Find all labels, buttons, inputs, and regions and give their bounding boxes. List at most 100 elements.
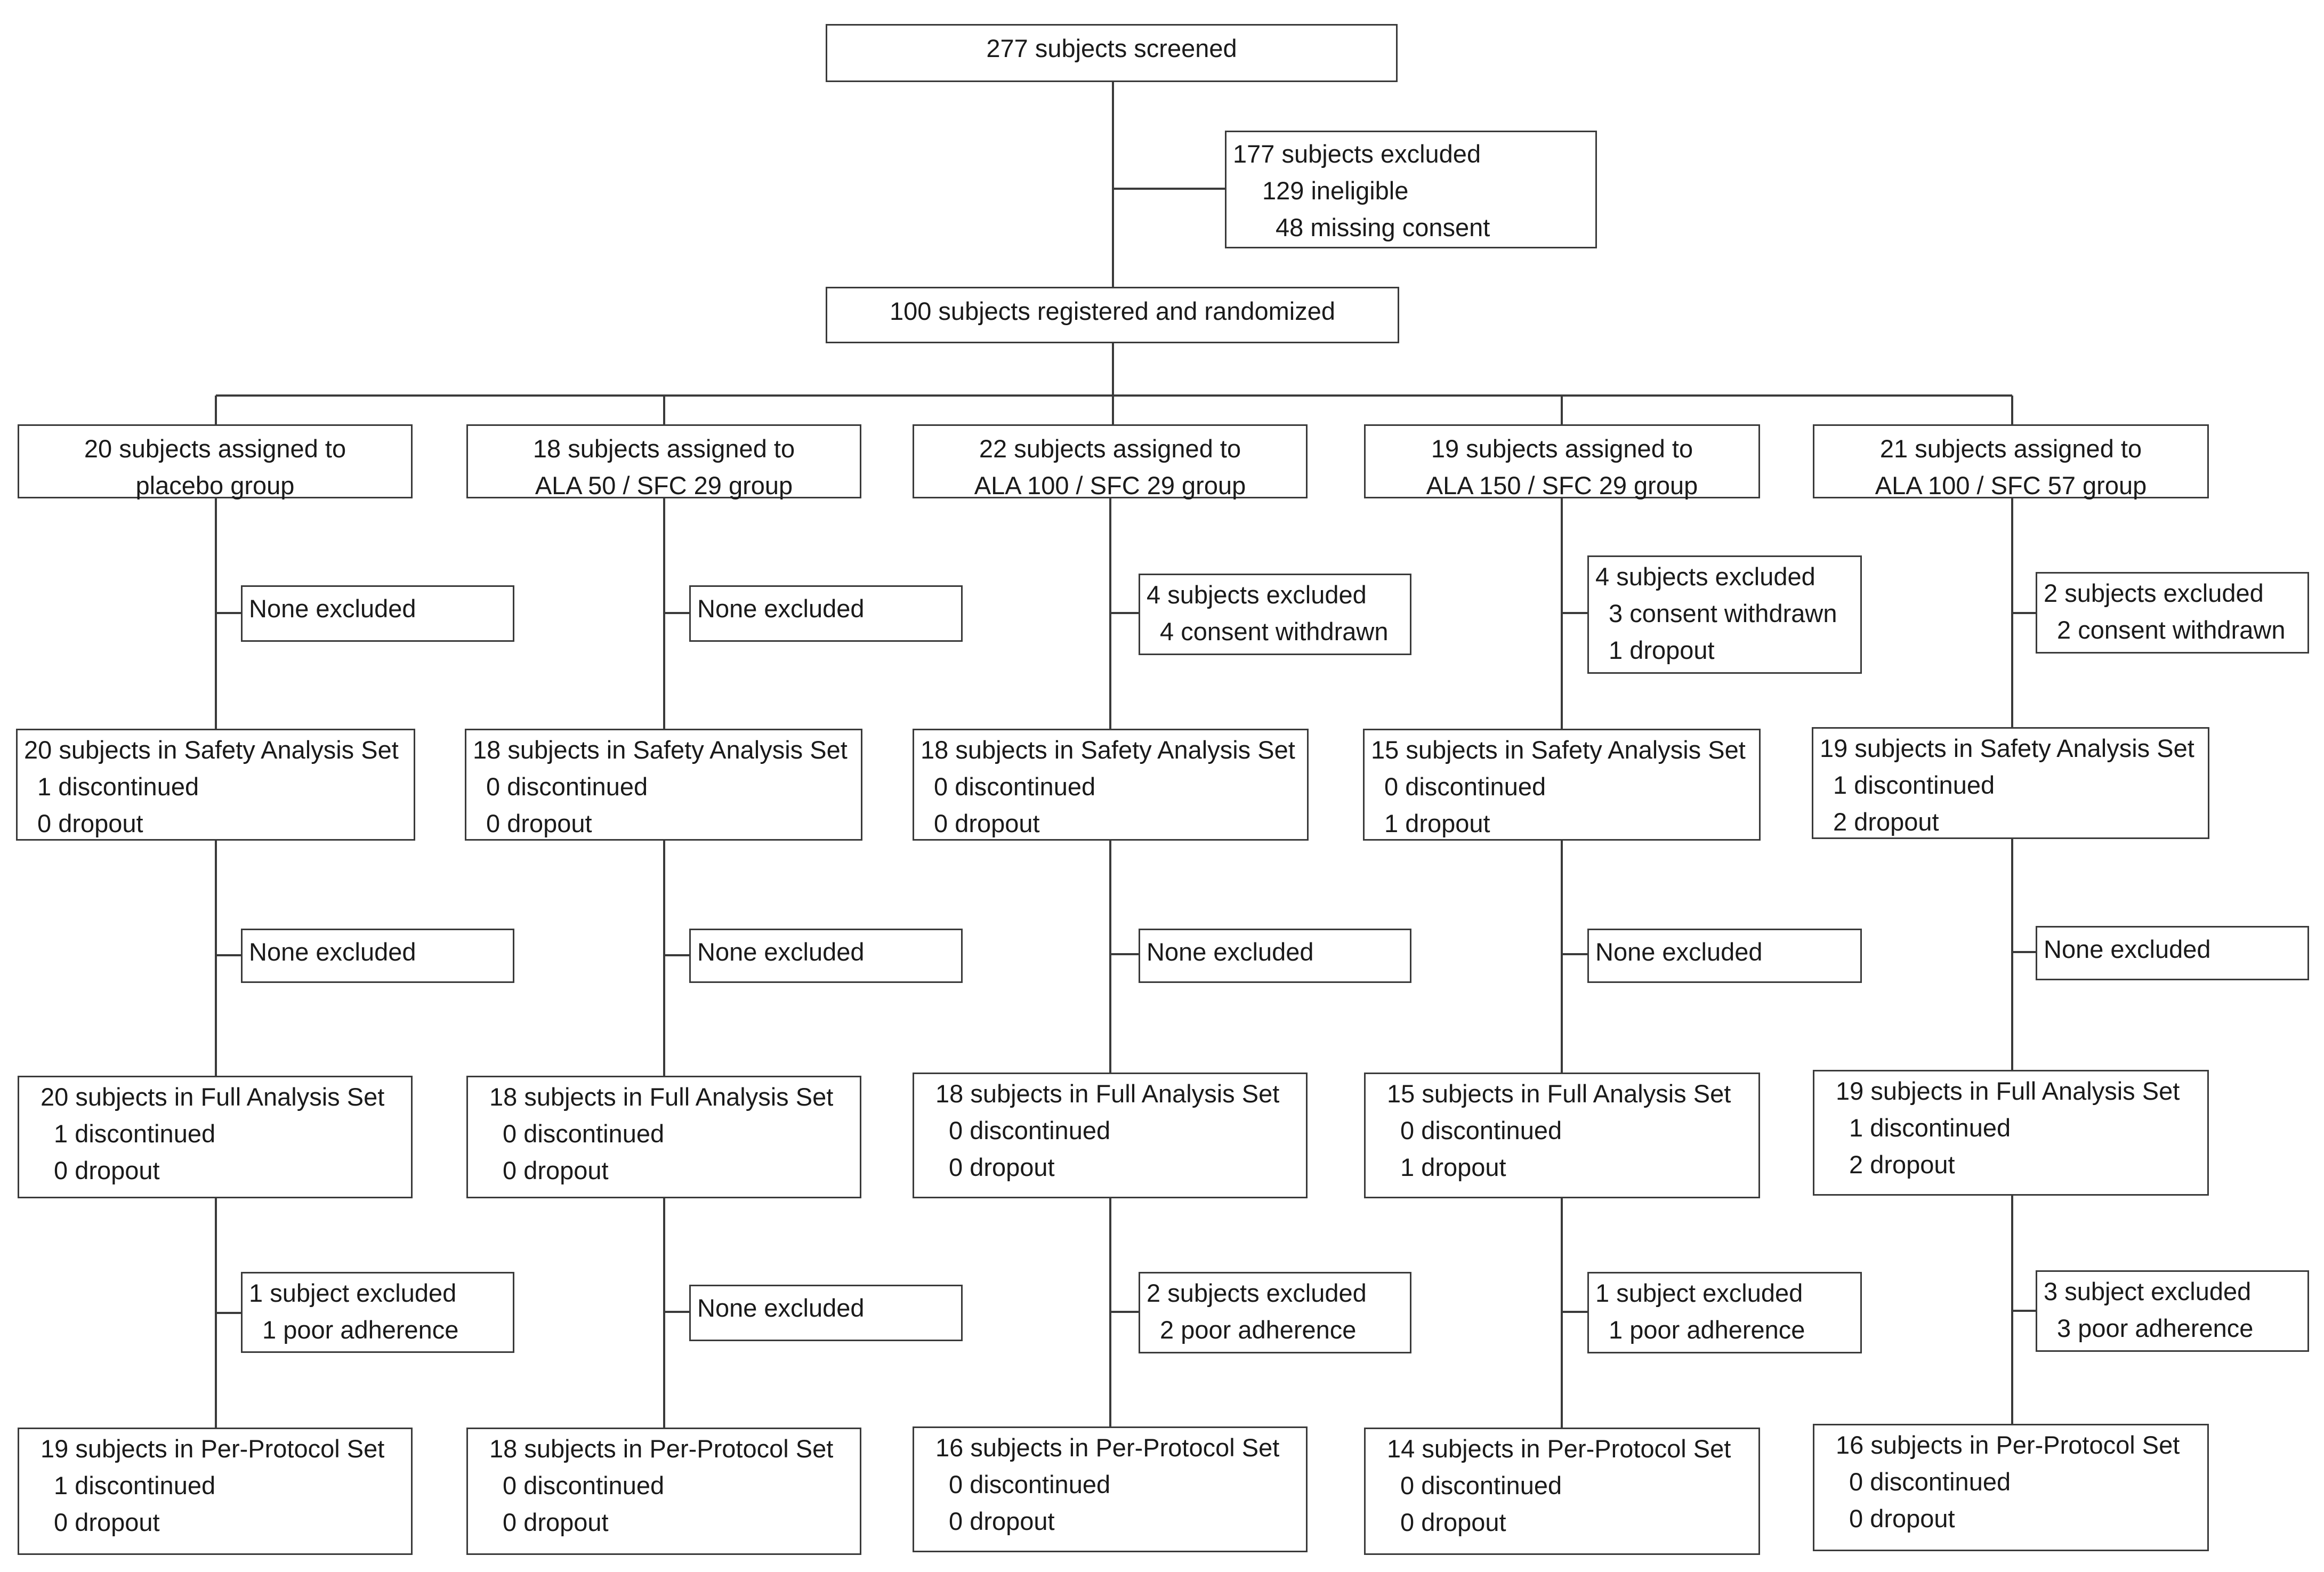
group-5-exclusion-3-box: 3 subject excluded 3 poor adherence [2036, 1270, 2309, 1352]
dropout-count: 2 dropout [1849, 1150, 1955, 1179]
group-5-exclusion-1-box: 2 subjects excluded 2 consent withdrawn [2036, 572, 2309, 654]
discontinued-count: 0 discontinued [934, 772, 1096, 801]
group-4-exclusion-2-box: None excluded [1587, 929, 1862, 983]
set-title: 18 subjects in Per-Protocol Set [489, 1434, 834, 1463]
exclusion-reason-dropout: 1 dropout [1609, 636, 1715, 664]
exclusion-title: None excluded [2044, 935, 2211, 963]
group-5-assigned-box: 21 subjects assigned to ALA 100 / SFC 57… [1813, 424, 2209, 499]
set-title: 18 subjects in Safety Analysis Set [921, 736, 1295, 764]
dropout-count: 0 dropout [54, 1156, 160, 1184]
exclusion-reason: 4 consent withdrawn [1160, 617, 1389, 646]
set-title: 16 subjects in Per-Protocol Set [1836, 1431, 2180, 1459]
dropout-count: 0 dropout [54, 1508, 160, 1536]
discontinued-count: 1 discontinued [1833, 771, 1995, 799]
group-3-exclusion-1-box: 4 subjects excluded 4 consent withdrawn [1139, 574, 1411, 655]
group-3-exclusion-3-box: 2 subjects excluded 2 poor adherence [1139, 1272, 1411, 1353]
set-title: 20 subjects in Full Analysis Set [41, 1083, 385, 1111]
exclusion-title: 2 subjects excluded [2044, 579, 2264, 607]
dropout-count: 0 dropout [949, 1507, 1055, 1535]
group-3-safety-set-box: 18 subjects in Safety Analysis Set 0 dis… [913, 729, 1309, 841]
group-2-per-protocol-box: 18 subjects in Per-Protocol Set 0 discon… [466, 1428, 861, 1555]
group-5-full-set-box: 19 subjects in Full Analysis Set 1 disco… [1813, 1070, 2209, 1196]
group-2-exclusion-3-box: None excluded [689, 1285, 963, 1341]
set-title: 19 subjects in Full Analysis Set [1836, 1077, 2180, 1105]
group-1-exclusion-3-box: 1 subject excluded 1 poor adherence [241, 1272, 514, 1353]
group-1-exclusion-2-box: None excluded [241, 929, 514, 983]
group-5-per-protocol-box: 16 subjects in Per-Protocol Set 0 discon… [1813, 1424, 2209, 1551]
group-3-assigned-box: 22 subjects assigned to ALA 100 / SFC 29… [913, 424, 1308, 499]
group-3-exclusion-2-box: None excluded [1139, 929, 1411, 983]
exclusion-reason: 3 poor adherence [2057, 1314, 2254, 1342]
group-name: ALA 100 / SFC 29 group [974, 471, 1246, 499]
dropout-count: 0 dropout [1400, 1508, 1506, 1536]
group-4-assigned-box: 19 subjects assigned to ALA 150 / SFC 29… [1364, 424, 1760, 499]
discontinued-count: 0 discontinued [486, 772, 648, 801]
discontinued-count: 0 discontinued [503, 1471, 665, 1500]
group-2-full-set-box: 18 subjects in Full Analysis Set 0 disco… [466, 1076, 861, 1198]
set-title: 20 subjects in Safety Analysis Set [24, 736, 399, 764]
dropout-count: 0 dropout [1849, 1504, 1955, 1533]
set-title: 14 subjects in Per-Protocol Set [1387, 1434, 1731, 1463]
randomized-box: 100 subjects registered and randomized [826, 287, 1399, 343]
discontinued-count: 0 discontinued [503, 1119, 665, 1148]
discontinued-count: 1 discontinued [1849, 1114, 2011, 1142]
discontinued-count: 0 discontinued [1849, 1468, 2011, 1496]
randomized-label: 100 subjects registered and randomized [889, 297, 1336, 325]
set-title: 16 subjects in Per-Protocol Set [935, 1433, 1280, 1462]
assigned-count: 20 subjects assigned to [84, 434, 346, 463]
dropout-count: 0 dropout [503, 1508, 609, 1536]
assigned-count: 22 subjects assigned to [979, 434, 1241, 463]
group-3-full-set-box: 18 subjects in Full Analysis Set 0 disco… [913, 1073, 1308, 1198]
excluded-reason-missing-consent: 48 missing consent [1276, 213, 1490, 241]
dropout-count: 0 dropout [503, 1156, 609, 1184]
dropout-count: 0 dropout [949, 1153, 1055, 1181]
group-2-exclusion-1-box: None excluded [689, 585, 963, 642]
assigned-count: 18 subjects assigned to [532, 434, 795, 463]
set-title: 18 subjects in Safety Analysis Set [473, 736, 848, 764]
group-4-full-set-box: 15 subjects in Full Analysis Set 0 disco… [1364, 1073, 1760, 1198]
set-title: 15 subjects in Safety Analysis Set [1371, 736, 1746, 764]
group-name: ALA 50 / SFC 29 group [535, 471, 793, 499]
excluded-title: 177 subjects excluded [1233, 140, 1481, 168]
excluded-reason-ineligible: 129 ineligible [1262, 176, 1409, 205]
group-4-per-protocol-box: 14 subjects in Per-Protocol Set 0 discon… [1364, 1428, 1760, 1555]
set-title: 19 subjects in Per-Protocol Set [41, 1434, 385, 1463]
exclusion-title: None excluded [1147, 938, 1314, 966]
discontinued-count: 0 discontinued [1400, 1471, 1562, 1500]
exclusion-reason-consent: 3 consent withdrawn [1609, 599, 1837, 627]
assigned-count: 21 subjects assigned to [1879, 434, 2142, 463]
group-name: ALA 150 / SFC 29 group [1426, 471, 1698, 499]
set-title: 18 subjects in Full Analysis Set [489, 1083, 834, 1111]
group-1-exclusion-1-box: None excluded [241, 585, 514, 642]
group-5-safety-set-box: 19 subjects in Safety Analysis Set 1 dis… [1812, 727, 2209, 839]
exclusion-title: 4 subjects excluded [1147, 581, 1367, 609]
dropout-count: 2 dropout [1833, 808, 1939, 836]
screening-excluded-box: 177 subjects excluded 129 ineligible 48 … [1225, 131, 1597, 248]
group-4-exclusion-1-box: 4 subjects excluded 3 consent withdrawn … [1587, 555, 1862, 674]
screened-box: 277 subjects screened [826, 24, 1398, 82]
discontinued-count: 0 discontinued [949, 1470, 1111, 1498]
exclusion-title: None excluded [697, 938, 865, 966]
exclusion-title: 2 subjects excluded [1147, 1279, 1367, 1307]
group-name: ALA 100 / SFC 57 group [1875, 471, 2147, 499]
group-name: placebo group [135, 471, 295, 499]
set-title: 19 subjects in Safety Analysis Set [1820, 734, 2194, 762]
exclusion-title: 4 subjects excluded [1595, 562, 1815, 591]
discontinued-count: 0 discontinued [949, 1116, 1111, 1144]
exclusion-title: None excluded [697, 1294, 865, 1322]
group-2-exclusion-2-box: None excluded [689, 929, 963, 983]
dropout-count: 0 dropout [37, 809, 143, 837]
discontinued-count: 1 discontinued [54, 1471, 216, 1500]
exclusion-title: 1 subject excluded [249, 1279, 457, 1307]
discontinued-count: 1 discontinued [54, 1119, 216, 1148]
group-1-per-protocol-box: 19 subjects in Per-Protocol Set 1 discon… [18, 1428, 413, 1555]
group-3-per-protocol-box: 16 subjects in Per-Protocol Set 0 discon… [913, 1426, 1308, 1552]
group-1-full-set-box: 20 subjects in Full Analysis Set 1 disco… [18, 1076, 413, 1198]
dropout-count: 0 dropout [934, 809, 1040, 837]
exclusion-title: None excluded [249, 938, 416, 966]
dropout-count: 1 dropout [1400, 1153, 1506, 1181]
group-1-assigned-box: 20 subjects assigned to placebo group [18, 424, 413, 499]
exclusion-title: 3 subject excluded [2044, 1277, 2252, 1305]
